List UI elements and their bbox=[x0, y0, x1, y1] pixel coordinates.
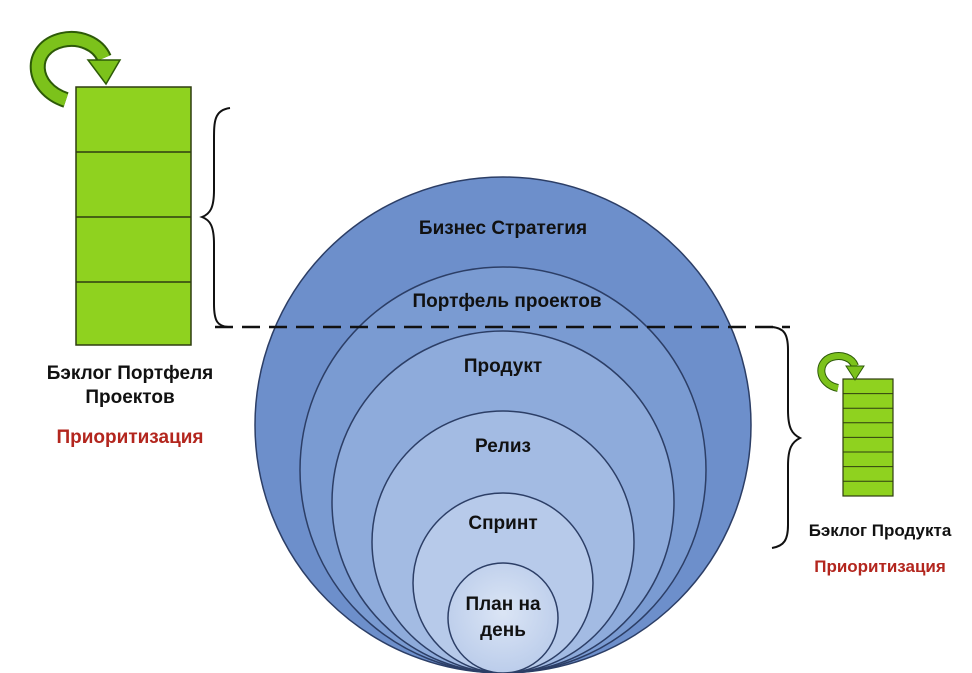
label-release: Релиз bbox=[475, 436, 531, 457]
product-backlog-title: Бэклог Продукта bbox=[808, 521, 952, 540]
label-daily-plan-line2: день bbox=[480, 620, 526, 641]
right-brace bbox=[771, 326, 803, 549]
portfolio-prioritization-label: Приоритизация bbox=[56, 427, 204, 448]
left-brace bbox=[199, 107, 231, 328]
label-daily-plan-line1: План на bbox=[465, 594, 541, 615]
portfolio-backlog-title-line2: Проектов bbox=[85, 387, 175, 408]
label-portfolio: Портфель проектов bbox=[413, 291, 602, 312]
product-backlog-stack bbox=[842, 378, 894, 497]
label-product: Продукт bbox=[464, 356, 542, 377]
portfolio-backlog-title-line1: Бэклог Портфеля bbox=[46, 363, 214, 384]
label-sprint: Спринт bbox=[468, 513, 537, 534]
portfolio-rotate-arrow-icon bbox=[29, 31, 122, 108]
product-rotate-arrow-icon bbox=[817, 352, 865, 392]
portfolio-backlog-stack bbox=[75, 86, 192, 346]
label-business-strategy: Бизнес Стратегия bbox=[419, 218, 587, 239]
circle-daily-plan bbox=[447, 562, 559, 673]
product-prioritization-label: Приоритизация bbox=[814, 557, 946, 576]
portfolio-backlog-title: Бэклог Портфеля Проектов bbox=[10, 362, 250, 410]
